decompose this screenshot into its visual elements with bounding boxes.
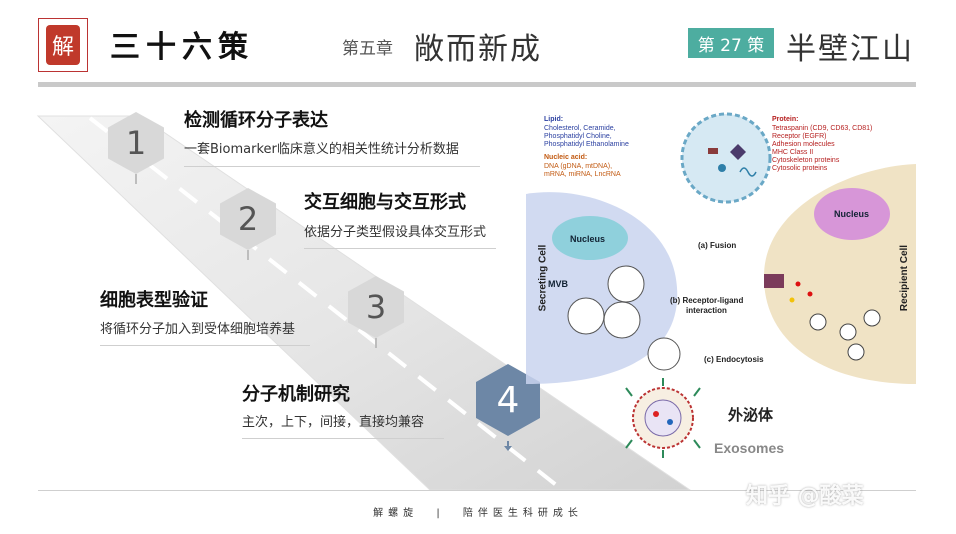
exosome-figure: Lipid: Cholesterol, Ceramide, Phosphatid… bbox=[526, 104, 916, 384]
step-2-pin bbox=[247, 250, 249, 260]
fig-protein-item-5: Cytoskeleton proteins bbox=[772, 157, 840, 164]
watermark: 知乎 @酸菜 bbox=[746, 484, 864, 509]
strategy-badge: 第 27 策 bbox=[688, 28, 774, 58]
step-3-hexagon: 3 bbox=[348, 276, 404, 338]
step-4-desc: 主次，上下，间接，直接均兼容 bbox=[242, 415, 425, 430]
step-2-desc: 依据分子类型假设具体交互形式 bbox=[304, 225, 487, 240]
step-4-title: 分子机制研究 bbox=[242, 384, 350, 405]
logo-seal-icon: 解 bbox=[46, 25, 80, 65]
footer-left: 解螺旋 bbox=[373, 508, 419, 519]
fig-nucleic-label: Nucleic acid: bbox=[544, 154, 588, 161]
fig-lipid-item-1: Cholesterol, Ceramide, bbox=[544, 125, 616, 132]
step-1-number: 1 bbox=[125, 124, 147, 162]
fig-secreting-cell-label: Secreting Cell bbox=[537, 244, 549, 312]
fig-nucleic-item-2: mRNA, miRNA, LncRNA bbox=[544, 171, 621, 178]
step-2-number: 2 bbox=[237, 200, 259, 238]
step-3-underline bbox=[100, 345, 310, 346]
footer: 解螺旋 | 陪伴医生科研成长 bbox=[0, 504, 956, 519]
step-4-number: 4 bbox=[496, 379, 520, 421]
step-3-number: 3 bbox=[365, 288, 387, 326]
step-1-title: 检测循环分子表达 bbox=[184, 110, 328, 131]
fig-protein-item-1: Tetraspanin (CD9, CD63, CD81) bbox=[772, 125, 873, 132]
fig-lipid-item-2: Phosphatidyl Choline, bbox=[544, 133, 612, 140]
fig-protein-item-4: MHC Class II bbox=[772, 149, 814, 156]
fig-protein-item-6: Cytosolic proteins bbox=[772, 165, 828, 172]
fig-nucleic-item-1: DNA (gDNA, mtDNA), bbox=[544, 163, 613, 170]
footer-separator: | bbox=[436, 508, 445, 519]
fig-nucleus-left: Nucleus bbox=[570, 234, 606, 244]
exosome-illustration bbox=[625, 378, 701, 458]
step-3-pin bbox=[375, 338, 377, 348]
fig-fusion-label: (a) Fusion bbox=[698, 241, 737, 250]
logo: 解 bbox=[38, 18, 88, 72]
fig-recipient-cell-label: Recipient Cell bbox=[899, 244, 911, 312]
fig-mvb-label: MVB bbox=[548, 279, 568, 289]
exosome-figure-drawing bbox=[526, 112, 916, 384]
fig-protein-label: Protein: bbox=[772, 116, 799, 123]
footer-divider bbox=[38, 490, 916, 491]
brand-title: 三十六策 bbox=[110, 30, 254, 65]
fig-lipid-label: Lipid: bbox=[544, 116, 564, 123]
fig-interaction-label: interaction bbox=[686, 306, 727, 315]
chapter-label: 第五章 bbox=[342, 39, 393, 59]
exosome-en-label: Exosomes bbox=[714, 440, 785, 456]
fig-protein-item-3: Adhesion molecules bbox=[772, 141, 835, 148]
footer-right: 陪伴医生科研成长 bbox=[462, 508, 583, 519]
chapter-title: 敞而新成 bbox=[414, 32, 542, 67]
fig-protein-item-2: Receptor (EGFR) bbox=[772, 133, 827, 140]
fig-lipid-item-3: Phosphatidyl Ethanolamine bbox=[544, 141, 629, 148]
step-1-underline bbox=[184, 166, 480, 167]
step-4-pin-icon bbox=[501, 436, 515, 451]
header-divider bbox=[38, 82, 916, 87]
step-3-desc: 将循环分子加入到受体细胞培养基 bbox=[100, 322, 296, 337]
fig-nucleus-right: Nucleus bbox=[834, 209, 870, 219]
step-1-desc: 一套Biomarker临床意义的相关性统计分析数据 bbox=[184, 142, 459, 157]
fig-receptor-ligand-label: (b) Receptor-ligand bbox=[670, 296, 744, 305]
step-4-underline bbox=[242, 438, 444, 439]
step-2-underline bbox=[304, 248, 496, 249]
exosome-cn-label: 外泌体 bbox=[728, 406, 774, 424]
step-1-pin bbox=[135, 174, 137, 184]
fig-endocytosis-label: (c) Endocytosis bbox=[704, 355, 764, 364]
step-3-title: 细胞表型验证 bbox=[100, 290, 208, 311]
step-2-title: 交互细胞与交互形式 bbox=[304, 192, 466, 213]
strategy-title: 半壁江山 bbox=[786, 32, 914, 67]
